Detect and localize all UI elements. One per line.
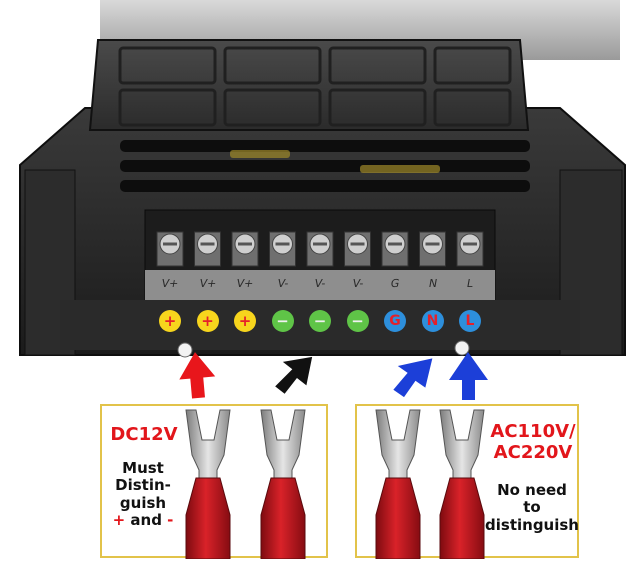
terminal-label: V- <box>313 277 327 290</box>
dc-note-line3: guish <box>119 493 167 512</box>
terminal-screw <box>419 231 446 267</box>
arrow-blue-1 <box>393 358 433 398</box>
terminal-screw <box>269 231 296 267</box>
ac-title-line2: AC220V <box>493 441 573 463</box>
terminal-label: V+ <box>160 277 180 290</box>
spade-lug <box>260 409 306 560</box>
terminal-dot-plus: + <box>196 310 219 332</box>
terminal-screw <box>194 231 221 267</box>
ac-note: No need to distinguish <box>484 481 580 534</box>
terminal-screw <box>156 231 184 267</box>
terminal-dot-plus: + <box>159 310 181 332</box>
terminal-label: V- <box>350 277 365 290</box>
arrow-blue-2 <box>449 352 488 400</box>
terminal-screw <box>381 231 409 267</box>
terminal-label: V+ <box>197 277 218 290</box>
ac-title-line1: AC110V/ <box>490 421 576 442</box>
terminal-label: N <box>427 277 438 290</box>
arrow-red <box>179 352 216 399</box>
terminal-dot-ac: N <box>421 310 444 332</box>
terminal-label: L <box>465 277 475 290</box>
terminal-label: V+ <box>235 277 255 290</box>
mounting-hole <box>454 340 470 356</box>
dc-note-line4: + and - <box>104 510 182 529</box>
terminal-lid <box>88 39 530 131</box>
terminal-dot-minus: − <box>271 310 294 332</box>
terminal-screw <box>231 231 259 267</box>
terminal-screw <box>456 231 484 267</box>
ac-note-line3: distinguish <box>485 515 579 534</box>
minus-sign: - <box>167 510 174 529</box>
mounting-hole <box>177 342 193 358</box>
terminal-dot-minus: − <box>309 310 331 332</box>
dc-note-line2: Distin- <box>115 476 171 495</box>
terminal-dot-minus: − <box>346 310 369 332</box>
terminal-screw <box>344 231 371 267</box>
spade-lug <box>439 409 485 560</box>
ac-note-line1: No need <box>497 481 567 499</box>
terminal-dot-plus: + <box>234 310 256 332</box>
terminal-label-strip <box>145 270 495 300</box>
terminal-dot-ac: L <box>459 310 481 332</box>
plus-sign: + <box>112 510 126 529</box>
terminal-screws <box>156 231 484 267</box>
side-wall-right <box>559 169 623 356</box>
dc-note-line1: Must <box>122 459 164 477</box>
arrow-black <box>275 356 313 394</box>
terminal-dot-ac: G <box>384 310 406 332</box>
terminal-screw <box>306 231 334 267</box>
dc-title: DC12V <box>110 424 178 445</box>
terminal-label: V- <box>275 277 290 290</box>
dc-note: Must Distin- guish + and - <box>104 459 182 529</box>
vent-slots <box>120 140 530 192</box>
and-word: and <box>125 510 168 529</box>
terminal-label: G <box>389 277 401 290</box>
ac-title: AC110V/ AC220V <box>488 421 578 463</box>
ac-note-line2: to <box>523 498 541 517</box>
